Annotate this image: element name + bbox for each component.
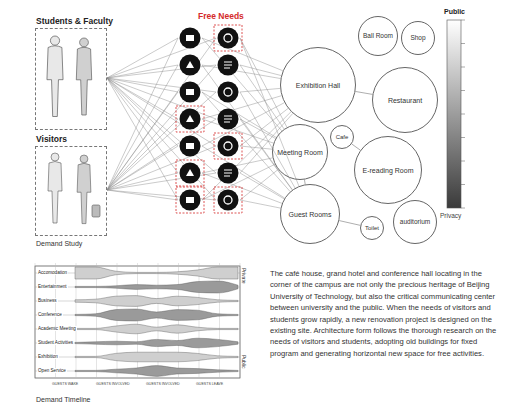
timeline-chart: [35, 263, 240, 378]
space-label: Shop: [410, 35, 425, 42]
caption-label: GUESTS INVOLVED: [146, 383, 180, 387]
timeline-row-label: Conference: [37, 312, 63, 317]
person-figure: [77, 155, 91, 224]
timeline-row-label: Exhibition: [37, 354, 59, 359]
timeline-row-label: Student Activities: [37, 340, 74, 345]
caption-label: GUESTS LEAVE: [196, 383, 223, 387]
gradient-bar: [447, 20, 461, 208]
space-circle: Restaurant: [372, 67, 438, 133]
user-group-box: Students & Faculty: [35, 28, 107, 130]
space-circle: Guest Rooms: [280, 184, 340, 244]
description-paragraph: The café house, grand hotel and conferen…: [270, 268, 502, 359]
space-circle: Shop: [401, 21, 435, 55]
space-label: Restaurant: [388, 97, 422, 104]
space-label: Meeting Room: [277, 149, 323, 156]
person-figure: [48, 153, 62, 223]
timeline-row-label: Business: [37, 298, 58, 303]
space-label: Cafe: [336, 134, 349, 140]
space-circle: Exhibition Hall: [280, 47, 356, 123]
timeline-row-label: Accomodation: [37, 270, 68, 275]
group-heading: Visitors: [36, 134, 67, 144]
space-label: Ball Room: [363, 33, 393, 40]
space-label: auditorium: [400, 219, 430, 226]
space-connector: [352, 144, 361, 150]
caption-label: Free Needs: [198, 12, 244, 21]
space-label: Exhibition Hall: [296, 82, 340, 89]
caption-label: Demand Timeline: [36, 396, 90, 404]
caption-label: Privacy: [440, 212, 461, 219]
timeline-row-label: Entertainment: [37, 284, 68, 289]
caption-label: Private: [241, 268, 247, 284]
caption-label: Demand Study: [36, 240, 82, 248]
space-label: Guest Rooms: [289, 211, 332, 218]
group-heading: Students & Faculty: [36, 16, 113, 26]
space-connector: [355, 91, 372, 94]
space-circle: Meeting Room: [272, 124, 328, 180]
person-figure: [47, 36, 63, 117]
timeline-row-label: Open Service: [37, 368, 67, 373]
person-figure: [76, 38, 91, 115]
timeline-row-label: Academic Meeting: [37, 326, 77, 331]
space-circle: E-reading Room: [354, 136, 422, 204]
space-circle: auditorium: [393, 200, 437, 244]
space-circle: Cafe: [330, 125, 354, 149]
caption-label: GUESTS INVOLVED: [96, 383, 130, 387]
space-label: E-reading Room: [363, 167, 414, 174]
space-circle: Ball Room: [358, 16, 398, 56]
caption-label: GUESTS WAKE: [52, 383, 78, 387]
space-connector: [339, 221, 360, 226]
user-group-box: Visitors: [35, 146, 107, 236]
need-icons: [176, 25, 242, 213]
caption-label: Public: [241, 355, 247, 369]
relation-lines: [107, 38, 299, 208]
space-circle: Toilet: [360, 216, 384, 240]
caption-label: Public: [444, 8, 465, 16]
space-label: Toilet: [365, 225, 379, 231]
